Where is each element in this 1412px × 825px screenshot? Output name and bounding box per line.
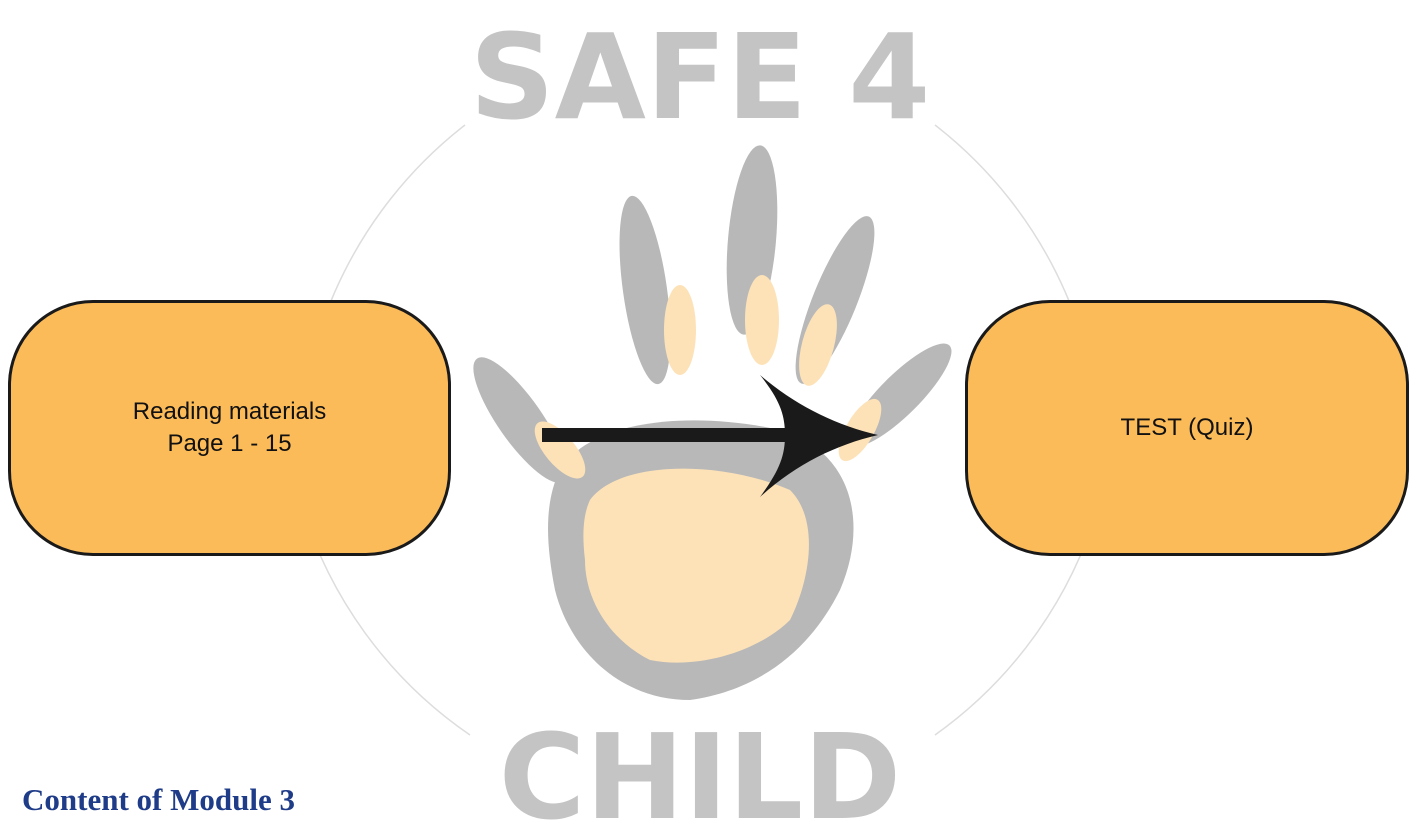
module-title: Content of Module 3	[22, 782, 295, 817]
reading-materials-pages: Page 1 - 15	[167, 430, 292, 457]
arrow-shaft	[542, 428, 792, 442]
arrow-head	[760, 375, 878, 497]
light-handprint	[534, 275, 882, 663]
test-quiz-label: TEST (Quiz)	[1120, 414, 1254, 441]
reading-materials-label: Reading materials	[132, 398, 327, 425]
logo-text-top: SAFE 4	[470, 8, 931, 146]
flow-arrow	[542, 375, 878, 497]
test-quiz-box: TEST (Quiz)	[965, 300, 1409, 556]
logo-text-bottom: CHILD	[499, 708, 901, 825]
reading-materials-box: Reading materials Page 1 - 15	[8, 300, 451, 556]
logo-lettering: SAFE 4 CHILD	[470, 8, 931, 825]
